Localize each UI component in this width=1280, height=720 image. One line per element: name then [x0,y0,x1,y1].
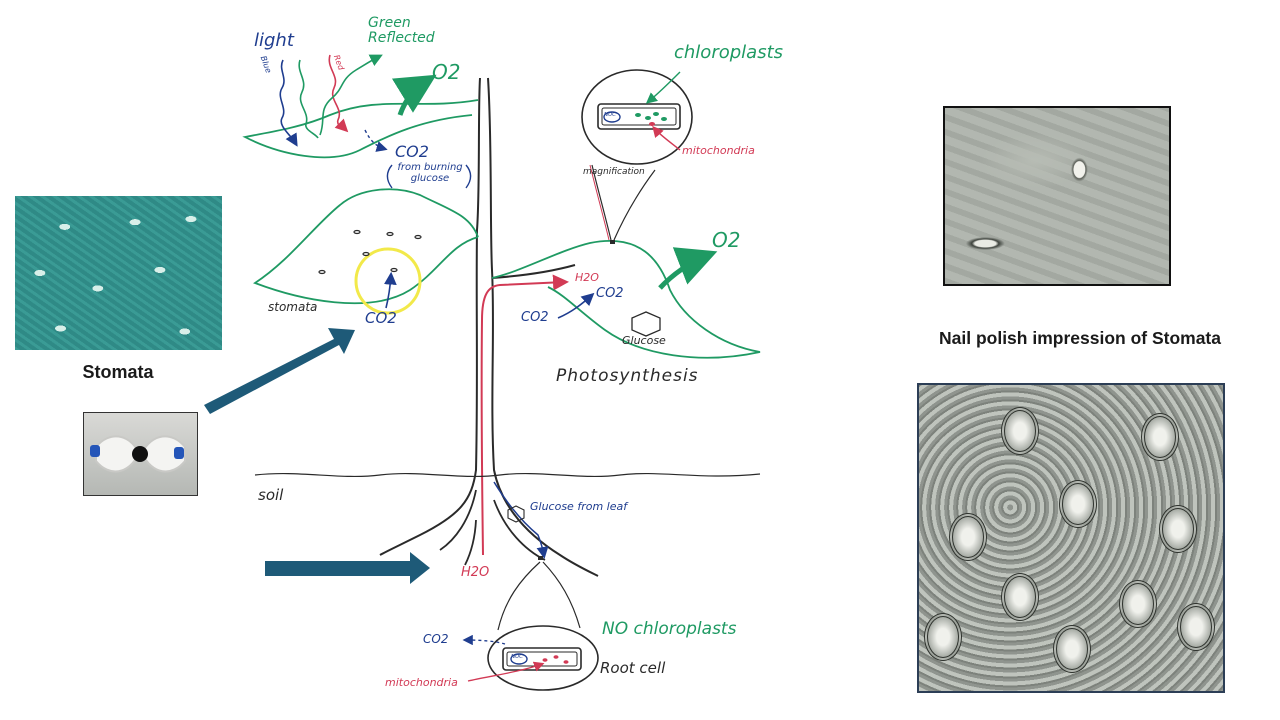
label-photosynthesis: Photosynthesis [556,366,699,386]
label-co2-note: from burning glucose [397,162,463,184]
mitochondrion-dot [649,122,655,126]
label-stomata: stomata [268,300,318,314]
stoma-cell [1053,625,1091,673]
label-root-co2: CO2 [423,632,449,646]
root-mitochondria-dots [542,655,569,664]
root-nucleus [510,653,528,665]
right-leaf [491,240,761,359]
stoma-cell [924,613,962,661]
guard-cell-model-photo [83,412,198,496]
label-no-chloroplasts: NO chloroplasts [602,619,737,639]
label-co2-in: CO2 [521,310,549,325]
top-o2-arrow [391,74,437,116]
root-glucose-hexagon [507,505,525,523]
label-top-co2: CO2 [395,142,429,161]
left-co2-arrow [383,271,397,309]
label-leaf-h2o: H2O [575,271,599,284]
highlight-circle [354,247,422,315]
glucose-path-arrow [493,481,549,559]
left-leaf [253,188,479,305]
guard-cell-model [90,435,186,473]
co2-dashed-arrow [364,129,388,152]
label-light: light [254,30,294,51]
chloroplast-dots [635,112,667,121]
red-light-ray [328,54,349,133]
label-green-reflected: Green Reflected [368,15,435,46]
root-magnification-lines [497,561,581,631]
label-root-mitochondria: mitochondria [385,676,458,689]
magnification-lines [591,164,656,241]
stomata-caption: Stomata [82,362,154,382]
label-right-o2: O2 [712,228,741,252]
stem [379,77,599,577]
right-co2-arrow [557,292,595,319]
root-cell-circle [487,625,599,691]
label-chloroplasts: chloroplasts [674,42,784,63]
label-magnification: magnification [583,167,645,177]
label-root-cell: Root cell [600,659,666,677]
label-leaf-nuc: NUC [604,112,616,118]
root-co2-dashed-arrow [462,634,506,646]
label-root-h2o: H2O [461,565,490,580]
leaf-sample-mark [610,240,615,244]
green-reflected-ray [319,54,383,136]
chloroplasts-arrow [645,71,681,104]
label-soil: soil [258,486,284,504]
stoma-cell [1159,505,1197,553]
stomata-micrograph-bottom [917,383,1225,693]
label-left-co2: CO2 [365,309,397,327]
top-leaf [242,99,479,159]
stomata-micrograph-top [943,106,1171,286]
glucose-hexagon [631,311,661,337]
label-glucose-from-leaf: Glucose from leaf [530,500,628,513]
label-top-o2: O2 [432,60,461,84]
soil-line [254,472,761,478]
label-glucose: Glucose [622,334,666,347]
label-co2-leaf: CO2 [596,286,624,301]
green-light-ray [298,59,319,139]
label-mitochondria: mitochondria [682,144,755,157]
water-path [480,274,569,556]
stoma-cell [1141,413,1179,461]
right-o2-arrow [658,247,718,290]
stoma-cell [1177,603,1215,651]
leaf-cell-rect [597,103,681,130]
mitochondria-arrow [652,125,681,151]
co2-note-bracket [386,164,472,189]
stoma-cell [949,513,987,561]
leaf-cell-circle [581,69,693,165]
arrow-to-stomata [204,328,355,414]
stomata-dots [318,229,422,275]
stoma-cell [1059,480,1097,528]
magnification-lines-red [589,164,610,241]
root-mitochondria-arrow [467,661,545,682]
root-sample-mark [538,556,543,560]
blue-light-ray [279,59,298,147]
stoma-cell [1001,573,1039,621]
label-root-nuc: NUC [511,654,523,660]
stoma-cell [1119,580,1157,628]
stoma-cell [1001,407,1039,455]
nail-polish-caption: Nail polish impression of Stomata [939,328,1221,348]
arrow-to-root [265,552,430,584]
stomata-photo [15,196,222,350]
stem-branch-right [491,264,576,279]
leaf-nucleus [603,111,621,123]
